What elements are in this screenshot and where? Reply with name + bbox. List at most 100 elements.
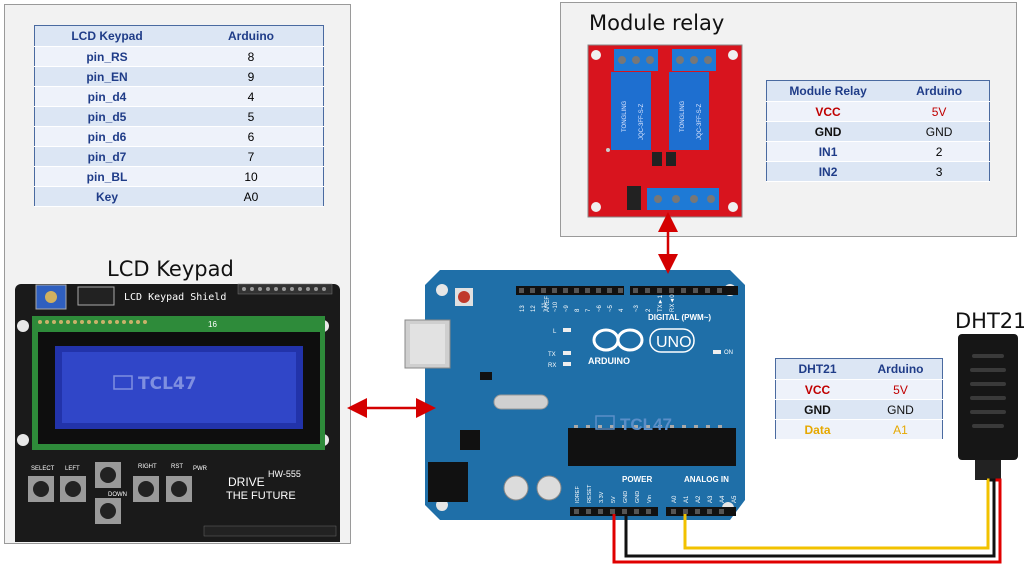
model-label: HW-555 bbox=[268, 469, 301, 479]
shield-label: LCD Keypad Shield bbox=[124, 292, 226, 303]
relay-2 bbox=[669, 72, 709, 150]
digital-pin-label: ~11 bbox=[542, 302, 548, 312]
analog-pin-label: A0 bbox=[672, 495, 678, 503]
digital-label: DIGITAL (PWM~) bbox=[648, 313, 711, 322]
relay2-brand: TONGLING bbox=[680, 100, 686, 132]
pin-value: 4 bbox=[179, 86, 324, 107]
aref-label: AREF bbox=[545, 296, 551, 312]
arduino-watermark: TCL47 bbox=[620, 415, 672, 434]
table-header: LCD Keypad bbox=[34, 25, 179, 47]
table-header-row: DHT21 Arduino bbox=[775, 358, 943, 380]
pin-value: A0 bbox=[179, 186, 324, 207]
lcd-watermark: TCL47 bbox=[138, 374, 197, 394]
digital-pin-label: 7 bbox=[586, 308, 592, 312]
pin-label: Key bbox=[34, 186, 179, 207]
pin-label: IN2 bbox=[766, 161, 890, 182]
power-pin-label: RESET bbox=[587, 484, 593, 503]
lcd-keypad-shield: LCD Keypad Shield 16 TCL47 SELECT LEFT U… bbox=[15, 283, 340, 542]
pin-value: 8 bbox=[179, 46, 324, 67]
digital-pin-label: 8 bbox=[575, 308, 581, 312]
uno-label: UNO bbox=[656, 334, 692, 351]
pin-value: 3 bbox=[889, 161, 990, 182]
digital-pin-label: 2 bbox=[646, 308, 652, 312]
dht21-sensor bbox=[958, 334, 1018, 480]
pin-label: pin_RS bbox=[34, 46, 179, 67]
digital-pin-label: ~10 bbox=[553, 301, 559, 312]
wire-gnd bbox=[624, 478, 996, 558]
pin-label: VCC bbox=[766, 101, 890, 122]
btn-right-label: RIGHT bbox=[138, 464, 157, 470]
rx-led bbox=[563, 362, 571, 366]
l-led bbox=[563, 328, 571, 332]
relay1-part: JQC-3FF-S-Z bbox=[639, 103, 645, 140]
lcd-keypad-title: LCD Keypad bbox=[107, 257, 234, 281]
pin-value: 6 bbox=[179, 126, 324, 147]
wire-data bbox=[683, 478, 990, 550]
analog-pin-label: A5 bbox=[732, 495, 738, 503]
digital-pin-label: ~3 bbox=[634, 304, 640, 312]
analog-pin-label: A3 bbox=[708, 495, 714, 503]
pin-label: GND bbox=[766, 121, 890, 142]
rx-label: RX bbox=[548, 363, 556, 369]
power-pin-label: Vin bbox=[647, 495, 653, 503]
crystal bbox=[493, 394, 549, 410]
pin-value: 7 bbox=[179, 146, 324, 167]
pin-value: 9 bbox=[179, 66, 324, 87]
capacitor bbox=[536, 475, 562, 501]
table-header: Arduino bbox=[859, 358, 943, 380]
pin-label: pin_d4 bbox=[34, 86, 179, 107]
l-label: L bbox=[553, 329, 557, 335]
pwr-label: PWR bbox=[193, 466, 208, 472]
dht-wires bbox=[612, 478, 1002, 564]
pin-label: pin_BL bbox=[34, 166, 179, 187]
table-header: DHT21 bbox=[775, 358, 859, 380]
digital-pin-label: ~6 bbox=[597, 304, 603, 312]
digital-pin-label: TX►1 bbox=[658, 294, 664, 312]
pin-label: GND bbox=[775, 399, 859, 420]
pin-value: GND bbox=[859, 399, 943, 420]
btn-rst-label: RST bbox=[171, 464, 183, 470]
table-header-row: LCD Keypad Arduino bbox=[34, 25, 324, 47]
digital-pin-label: RX◄0 bbox=[670, 294, 676, 312]
lcd-pin-count: 16 bbox=[208, 320, 217, 329]
relay-module: TONGLING JQC-3FF-S-Z TONGLING JQC-3FF-S-… bbox=[587, 44, 743, 218]
analog-pin-label: A4 bbox=[720, 495, 726, 503]
power-pin-label: GND bbox=[623, 491, 629, 503]
atmega-chip bbox=[568, 428, 736, 466]
relay1-brand: TONGLING bbox=[622, 100, 628, 132]
power-pin-label: IOREF bbox=[575, 486, 581, 503]
pin-label: pin_d7 bbox=[34, 146, 179, 167]
power-pin-label: 3.3V bbox=[599, 491, 605, 503]
digital-pin-label: ~5 bbox=[608, 304, 614, 312]
pin-label: IN1 bbox=[766, 141, 890, 162]
arduino-uno-board: AREF DIGITAL (PWM~) L TX RX ON ARDUINO U… bbox=[404, 270, 745, 520]
relay2-part: JQC-3FF-S-Z bbox=[697, 103, 703, 140]
tx-led bbox=[563, 351, 571, 355]
btn-left-label: LEFT bbox=[65, 466, 80, 472]
power-jack bbox=[428, 462, 468, 502]
pin-label: pin_d5 bbox=[34, 106, 179, 127]
btn-select-label: SELECT bbox=[31, 466, 55, 472]
power-pin-label: GND bbox=[635, 491, 641, 503]
slogan-drive: DRIVE bbox=[228, 475, 265, 489]
pin-label: VCC bbox=[775, 379, 859, 400]
table-header: Arduino bbox=[179, 25, 324, 47]
analog-label: ANALOG IN bbox=[684, 475, 729, 484]
pin-value: 5 bbox=[179, 106, 324, 127]
arduino-logo: ARDUINO bbox=[588, 328, 644, 366]
arduino-logo-text: ARDUINO bbox=[588, 356, 630, 366]
digital-pin-label: 13 bbox=[520, 305, 526, 312]
pin-value: GND bbox=[889, 121, 990, 142]
